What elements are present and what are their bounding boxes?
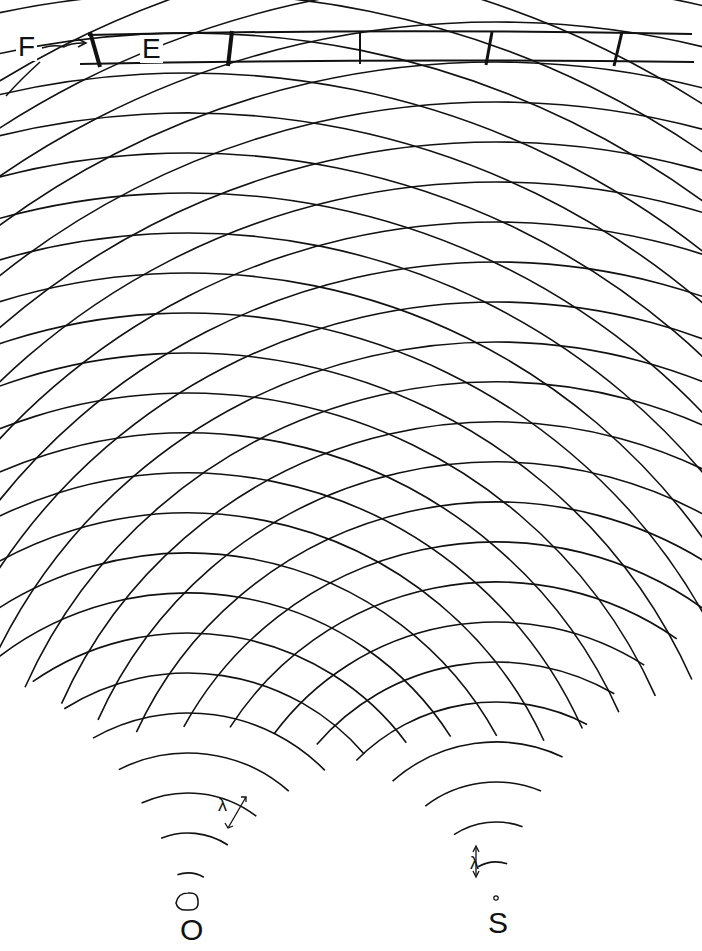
wavefront-arc [0, 553, 497, 736]
wavefront-arc [0, 0, 702, 532]
wavefront-arc [0, 473, 582, 729]
wavefront-arc [0, 73, 702, 565]
wavefronts-o [0, 0, 702, 877]
wavefront-arc [0, 273, 702, 647]
wavefront-arc [0, 433, 619, 712]
wavelength-label: λ [468, 854, 481, 872]
fringe-bar [80, 31, 694, 67]
bar-top-line [88, 31, 692, 35]
source-s [494, 896, 498, 900]
source-label: S [486, 908, 510, 938]
wavefront-arc [275, 622, 645, 733]
source-label: O [178, 915, 205, 945]
wavefront-arc [136, 502, 702, 732]
wavefront-arc [0, 0, 702, 524]
wavefront-arc [98, 462, 702, 720]
wavefront-arc [161, 833, 228, 845]
fringe-mark [359, 31, 361, 64]
wavefront-arc [0, 182, 702, 606]
wavefront-arc [0, 353, 692, 680]
wavefront-arc [0, 342, 702, 671]
wavefront-arc [0, 22, 702, 540]
wavefront-arc [454, 822, 523, 835]
wavefront-arc [478, 862, 507, 867]
wavefront-arc [0, 0, 702, 516]
wavefront-arc [0, 0, 702, 507]
wavefront-arc [0, 262, 702, 638]
fringe-mark [614, 32, 622, 66]
wavefront-arc [0, 153, 702, 598]
wavelength-label: λ [216, 796, 229, 814]
fringe-mark [228, 31, 232, 66]
wavefront-arc [119, 753, 289, 791]
wavefront-arc [0, 142, 702, 589]
wavefront-arc [0, 33, 702, 549]
wavefront-arc [0, 393, 655, 696]
wavefront-arc [393, 742, 563, 781]
bar-bottom-line [80, 60, 694, 64]
wavefront-arc [33, 633, 407, 743]
fringe-mark [486, 32, 492, 65]
wavefront-arc [0, 593, 451, 737]
source-o [176, 893, 198, 910]
wavefront-arc [0, 313, 702, 663]
wavefront-arc [0, 222, 702, 622]
wavelength-marks [225, 797, 479, 877]
wavefront-arc [0, 513, 544, 741]
wavefronts-s [0, 0, 702, 867]
wavefront-arc [62, 422, 702, 704]
wavefront-arc [0, 302, 702, 655]
fringe-mark [90, 32, 100, 67]
wavefront-arc [230, 582, 677, 727]
wavefront-arc [317, 662, 615, 744]
wavefront-arc [93, 713, 325, 770]
wavefront-arc [177, 873, 203, 877]
wavefront-arc [356, 702, 587, 761]
wavefront-arc [184, 542, 702, 727]
point-label: F [16, 33, 37, 61]
wavefront-arc [25, 382, 702, 687]
wavefront-arc [425, 782, 541, 806]
wavefront-arc [0, 62, 702, 557]
wavefront-arc [0, 233, 702, 630]
wavefront-arc [0, 102, 702, 573]
wavefront-arc [142, 793, 257, 816]
region-label: E [140, 35, 163, 63]
